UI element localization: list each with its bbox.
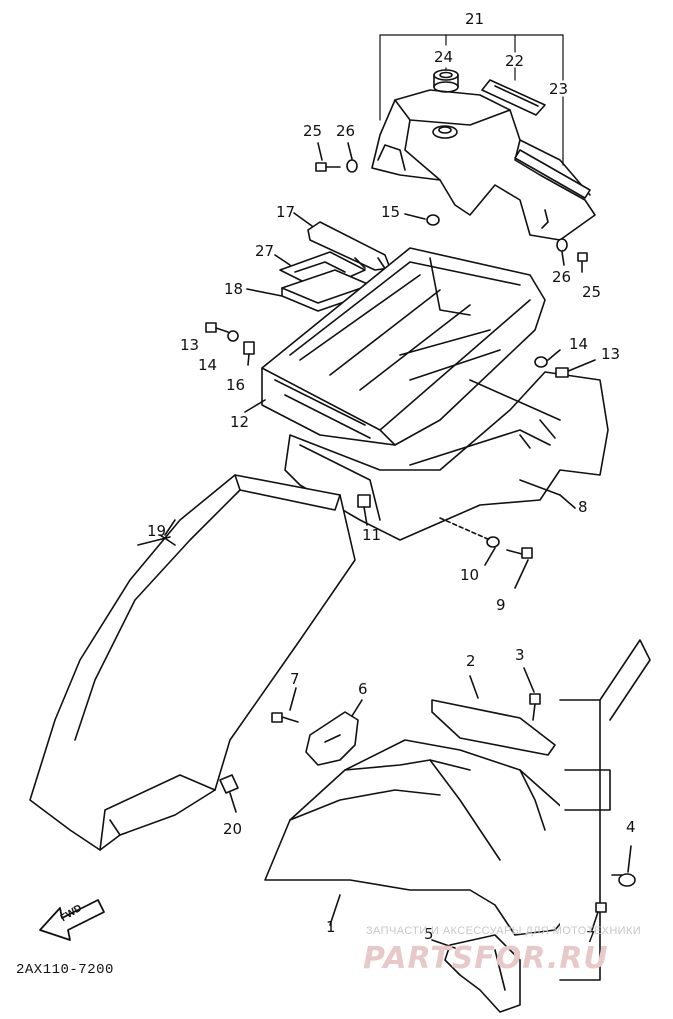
part-15-clip xyxy=(404,213,440,226)
part-22-label xyxy=(481,79,546,116)
callout-4: 4 xyxy=(626,818,636,836)
part-3-screw xyxy=(523,667,541,721)
callout-2: 2 xyxy=(466,652,476,670)
callout-14-left: 14 xyxy=(198,356,218,374)
callout-22: 22 xyxy=(505,52,525,70)
callout-3: 3 xyxy=(515,646,525,664)
callout-26-upper: 26 xyxy=(336,122,356,140)
callout-17: 17 xyxy=(276,203,296,221)
callout-11: 11 xyxy=(362,526,382,544)
callout-13-right: 13 xyxy=(601,345,621,363)
part-24-grommet xyxy=(433,69,459,93)
part-5-bracket xyxy=(431,934,521,1013)
callout-8: 8 xyxy=(578,498,588,516)
leader-lines-top xyxy=(379,34,564,166)
callout-20: 20 xyxy=(223,820,243,838)
callout-21: 21 xyxy=(465,10,485,28)
bolt-25-upper-right xyxy=(556,238,588,273)
callout-24: 24 xyxy=(434,48,454,66)
part-1-front-fender xyxy=(264,739,586,936)
part-7-bolt-upper xyxy=(271,687,299,723)
callout-27: 27 xyxy=(255,242,275,260)
fwd-arrow-icon xyxy=(39,899,105,941)
part-code: 2AX110-7200 xyxy=(16,962,114,978)
callout-1: 1 xyxy=(326,918,336,936)
part-4-clamp xyxy=(611,845,636,887)
watermark-logo: PARTSFOR.RU xyxy=(363,941,609,976)
callout-25-upper: 25 xyxy=(303,122,323,140)
callout-26-lower: 26 xyxy=(552,268,572,286)
part-23-strip xyxy=(514,149,591,199)
callout-15: 15 xyxy=(381,203,401,221)
callout-16: 16 xyxy=(226,376,246,394)
part-2-plate xyxy=(431,675,556,756)
part-21-cover-assembly xyxy=(371,89,596,241)
callout-14-right: 14 xyxy=(569,335,589,353)
part-6-bracket xyxy=(305,699,363,766)
callout-18: 18 xyxy=(224,280,244,298)
callout-10: 10 xyxy=(460,566,480,584)
part-19-inner-fender xyxy=(29,474,356,851)
callout-7-upper: 7 xyxy=(290,670,300,688)
part-20-bolt xyxy=(219,774,239,813)
part-7-bolt-lower xyxy=(591,902,607,931)
front-fork xyxy=(559,639,651,981)
watermark-tagline: ЗАПЧАСТИ И АКСЕССУАРЫ ДЛЯ МОТОТЕХНИКИ xyxy=(366,925,642,937)
callout-23: 23 xyxy=(549,80,569,98)
fasteners-9-10-11 xyxy=(357,494,533,589)
callout-5: 5 xyxy=(424,925,434,943)
callout-9: 9 xyxy=(496,596,506,614)
part-12-battery-box xyxy=(244,247,546,446)
callout-6: 6 xyxy=(358,680,368,698)
callout-25-lower: 25 xyxy=(582,283,602,301)
fasteners-13-14-16-left xyxy=(205,322,255,366)
bolt-25-upper-left xyxy=(315,142,358,173)
fasteners-13-14-right xyxy=(534,349,596,378)
callout-13-left: 13 xyxy=(180,336,200,354)
callout-7-lower: 7 xyxy=(586,928,596,946)
callout-19: 19 xyxy=(147,522,167,540)
callout-12: 12 xyxy=(230,413,250,431)
